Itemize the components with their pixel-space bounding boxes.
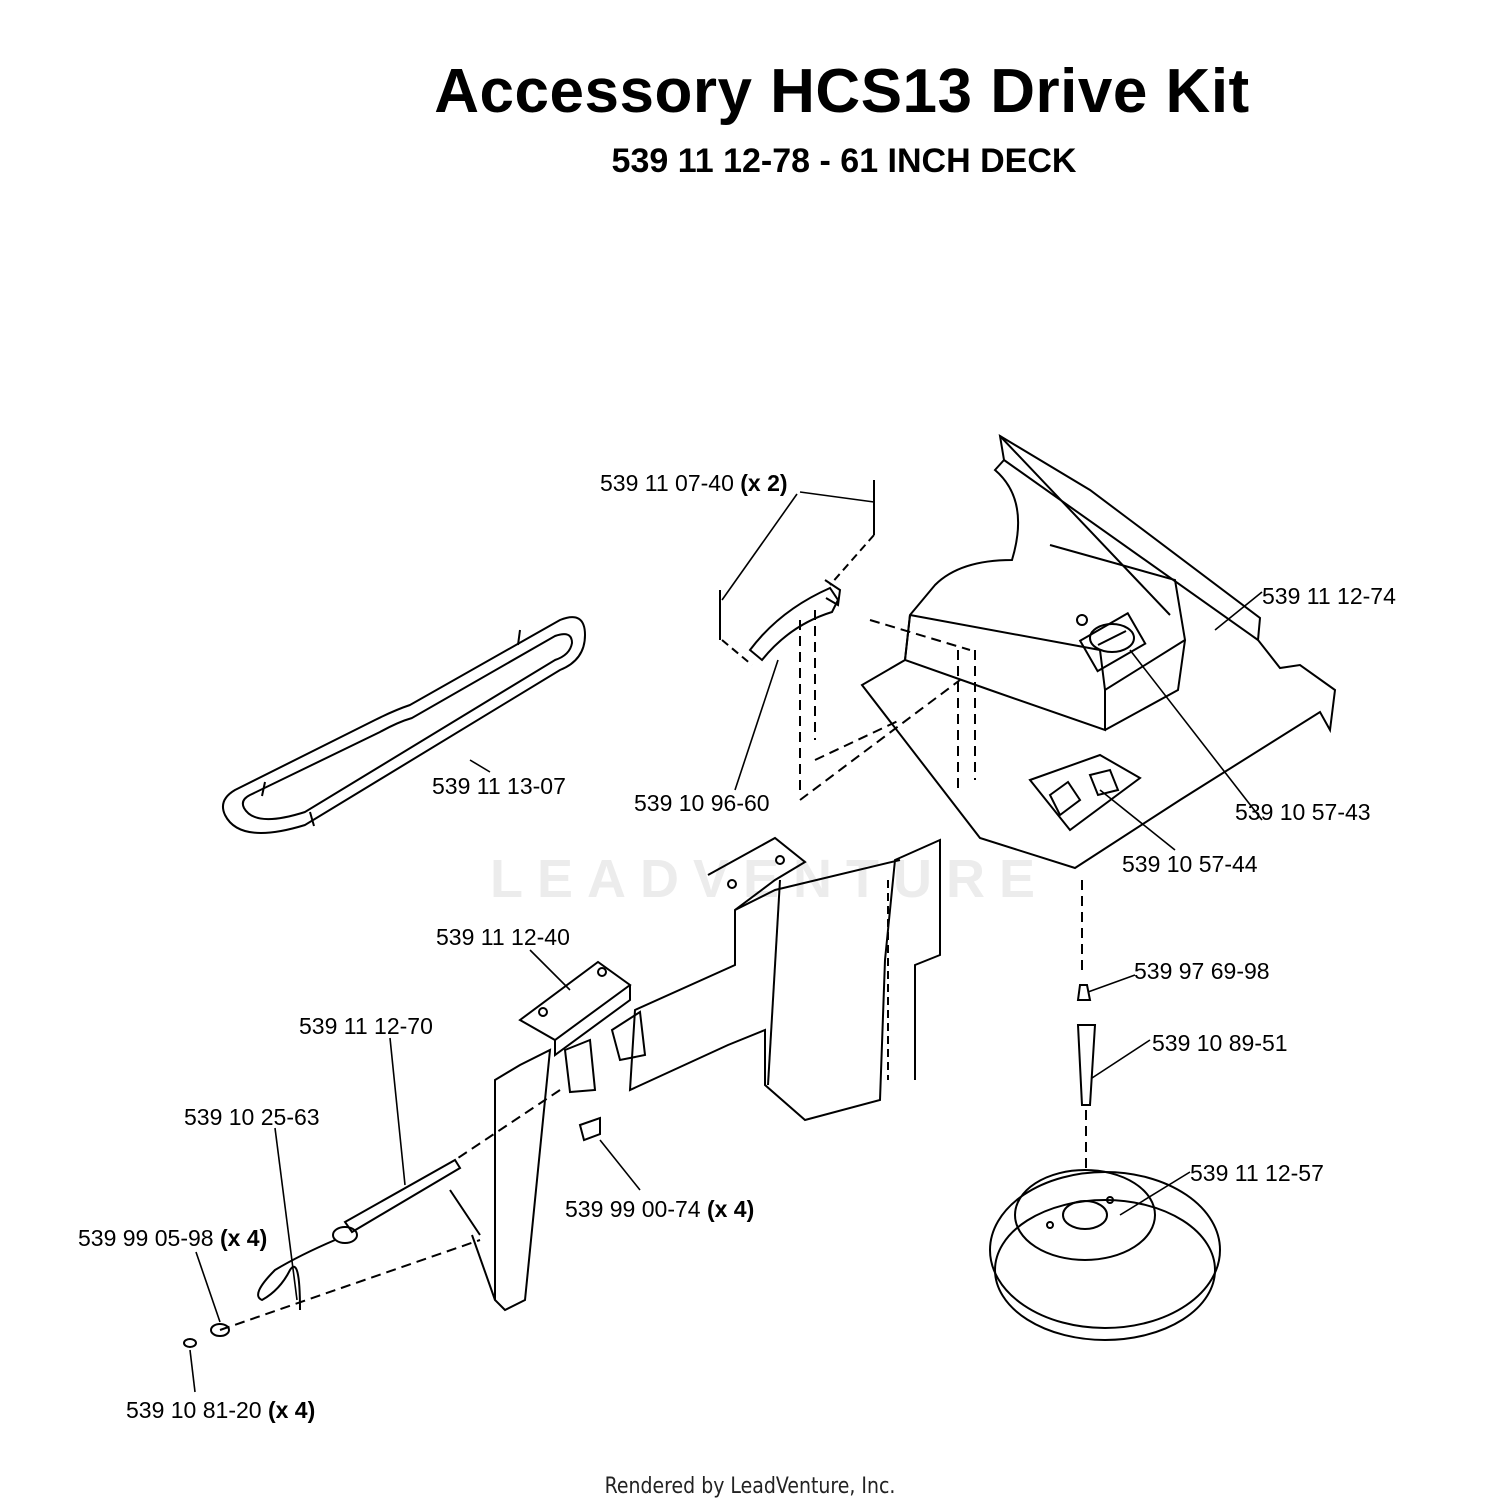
shaft-pulley-drawing: [989, 880, 1221, 1341]
page-subtitle: 539 11 12-78 - 61 INCH DECK: [611, 142, 1077, 180]
callout-pulley: 539 11 12-57: [1190, 1160, 1324, 1186]
callout-shaft: 539 10 89-51: [1152, 1030, 1288, 1056]
callout-bolt: 539 99 00-74 (x 4): [565, 1196, 755, 1222]
callout-pin-clip: 539 11 07-40 (x 2): [600, 470, 788, 496]
callout-deck-cover: 539 11 12-74: [1262, 583, 1396, 609]
rod-lanyard-drawing: [183, 1089, 601, 1348]
callout-belt: 539 11 13-07: [432, 773, 566, 799]
main-bracket-drawing: [471, 836, 941, 1312]
footer-credit: Rendered by LeadVenture, Inc.: [604, 1474, 896, 1499]
leader-lines: [189, 491, 1263, 1393]
belt-drawing: [222, 616, 587, 834]
callout-decal-1: 539 10 57-43: [1235, 799, 1371, 825]
callout-washer: 539 99 05-98 (x 4): [78, 1225, 268, 1251]
callout-lanyard: 539 10 25-63: [184, 1104, 320, 1130]
page-title: Accessory HCS13 Drive Kit: [434, 57, 1250, 126]
callout-rod: 539 11 12-70: [299, 1013, 433, 1039]
callout-nut: 539 10 81-20 (x 4): [126, 1397, 316, 1423]
callout-decal-2: 539 10 57-44: [1122, 851, 1258, 877]
small-bracket-drawing: [719, 480, 901, 790]
callout-mount-bracket: 539 11 12-40: [436, 924, 570, 950]
callout-small-bracket: 539 10 96-60: [634, 790, 770, 816]
callout-fitting: 539 97 69-98: [1134, 958, 1270, 984]
watermark-text: LEADVENTURE: [490, 849, 1050, 909]
deck-cover-drawing: [799, 434, 1337, 870]
